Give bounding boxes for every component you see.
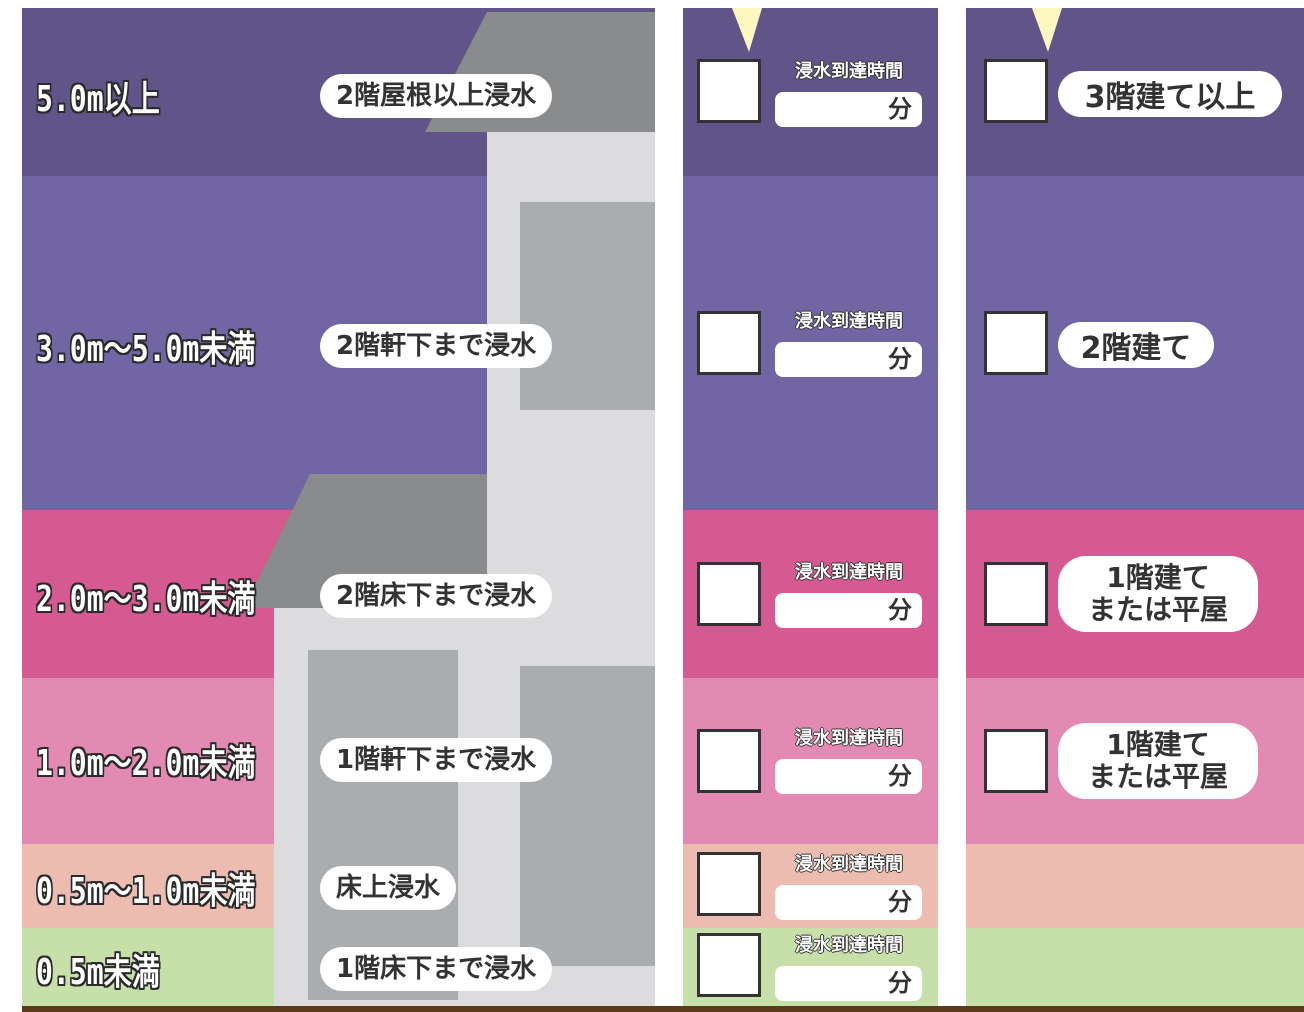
floors-label-3-plus: 3階建て以上 <box>1058 71 1282 117</box>
checkbox-5m-plus[interactable] <box>697 59 761 123</box>
depth-label-under-05m: 0.5m未満 <box>36 952 160 993</box>
depth-label-3-5m: 3.0m〜5.0m未満 <box>36 329 256 370</box>
arrival-time-label: 浸水到達時間 <box>795 728 903 749</box>
arrival-time-label: 浸水到達時間 <box>795 61 903 82</box>
house-door <box>308 650 458 1000</box>
damage-label-3-5m: 2階軒下まで浸水 <box>320 324 553 368</box>
arrival-time-label: 浸水到達時間 <box>795 935 903 956</box>
arrival-minutes-field[interactable]: 分 <box>775 966 922 1001</box>
checkbox-2-floors[interactable] <box>984 311 1048 375</box>
damage-label-05-1m: 床上浸水 <box>320 866 457 910</box>
damage-label-under-05m: 1階床下まで浸水 <box>320 947 553 991</box>
checkbox-1-2m[interactable] <box>697 729 761 793</box>
pointer-triangle-icon <box>1032 8 1062 52</box>
arrival-time-label: 浸水到達時間 <box>795 854 903 875</box>
arrival-time-panel: 浸水到達時間 分 浸水到達時間 分 浸水到達時間 分 浸水到達時間 分 浸水到達… <box>683 8 938 1006</box>
depth-label-1-2m: 1.0m〜2.0m未満 <box>36 743 256 784</box>
damage-label-5m-plus: 2階屋根以上浸水 <box>320 74 553 118</box>
arrival-time-label: 浸水到達時間 <box>795 562 903 583</box>
arrival-minutes-field[interactable]: 分 <box>775 759 922 794</box>
building-floors-panel: 3階建て以上 2階建て 1階建て または平屋 1階建て または平屋 <box>966 8 1304 1006</box>
arrival-minutes-field[interactable]: 分 <box>775 885 922 920</box>
arrival-minutes-field[interactable]: 分 <box>775 92 922 127</box>
arrival-minutes-field[interactable]: 分 <box>775 342 922 377</box>
damage-label-2-3m: 2階床下まで浸水 <box>320 574 553 618</box>
pointer-triangle-icon <box>732 8 762 52</box>
flood-depth-house-panel: 5.0m以上 3.0m〜5.0m未満 2.0m〜3.0m未満 1.0m〜2.0m… <box>22 8 655 1006</box>
checkbox-under-05m[interactable] <box>697 933 761 997</box>
checkbox-3-floors-plus[interactable] <box>984 59 1048 123</box>
house-lower-window <box>520 666 655 966</box>
house-illustration <box>244 12 655 1006</box>
arrival-time-label: 浸水到達時間 <box>795 311 903 332</box>
band-05-1m <box>966 844 1304 928</box>
checkbox-1-floor-a[interactable] <box>984 562 1048 626</box>
damage-label-1-2m: 1階軒下まで浸水 <box>320 738 553 782</box>
depth-label-5m-plus: 5.0m以上 <box>36 79 160 120</box>
band-under-05m <box>966 928 1304 1006</box>
floors-label-2: 2階建て <box>1058 322 1214 368</box>
checkbox-2-3m[interactable] <box>697 562 761 626</box>
floors-label-1-b: 1階建て または平屋 <box>1058 723 1258 799</box>
checkbox-05-1m[interactable] <box>697 852 761 916</box>
depth-label-2-3m: 2.0m〜3.0m未満 <box>36 579 256 620</box>
ground-line <box>22 1006 1304 1012</box>
depth-label-05-1m: 0.5m〜1.0m未満 <box>36 871 256 912</box>
checkbox-3-5m[interactable] <box>697 311 761 375</box>
checkbox-1-floor-b[interactable] <box>984 729 1048 793</box>
floors-label-1-a: 1階建て または平屋 <box>1058 556 1258 632</box>
house-upper-window <box>520 202 655 410</box>
arrival-minutes-field[interactable]: 分 <box>775 593 922 628</box>
